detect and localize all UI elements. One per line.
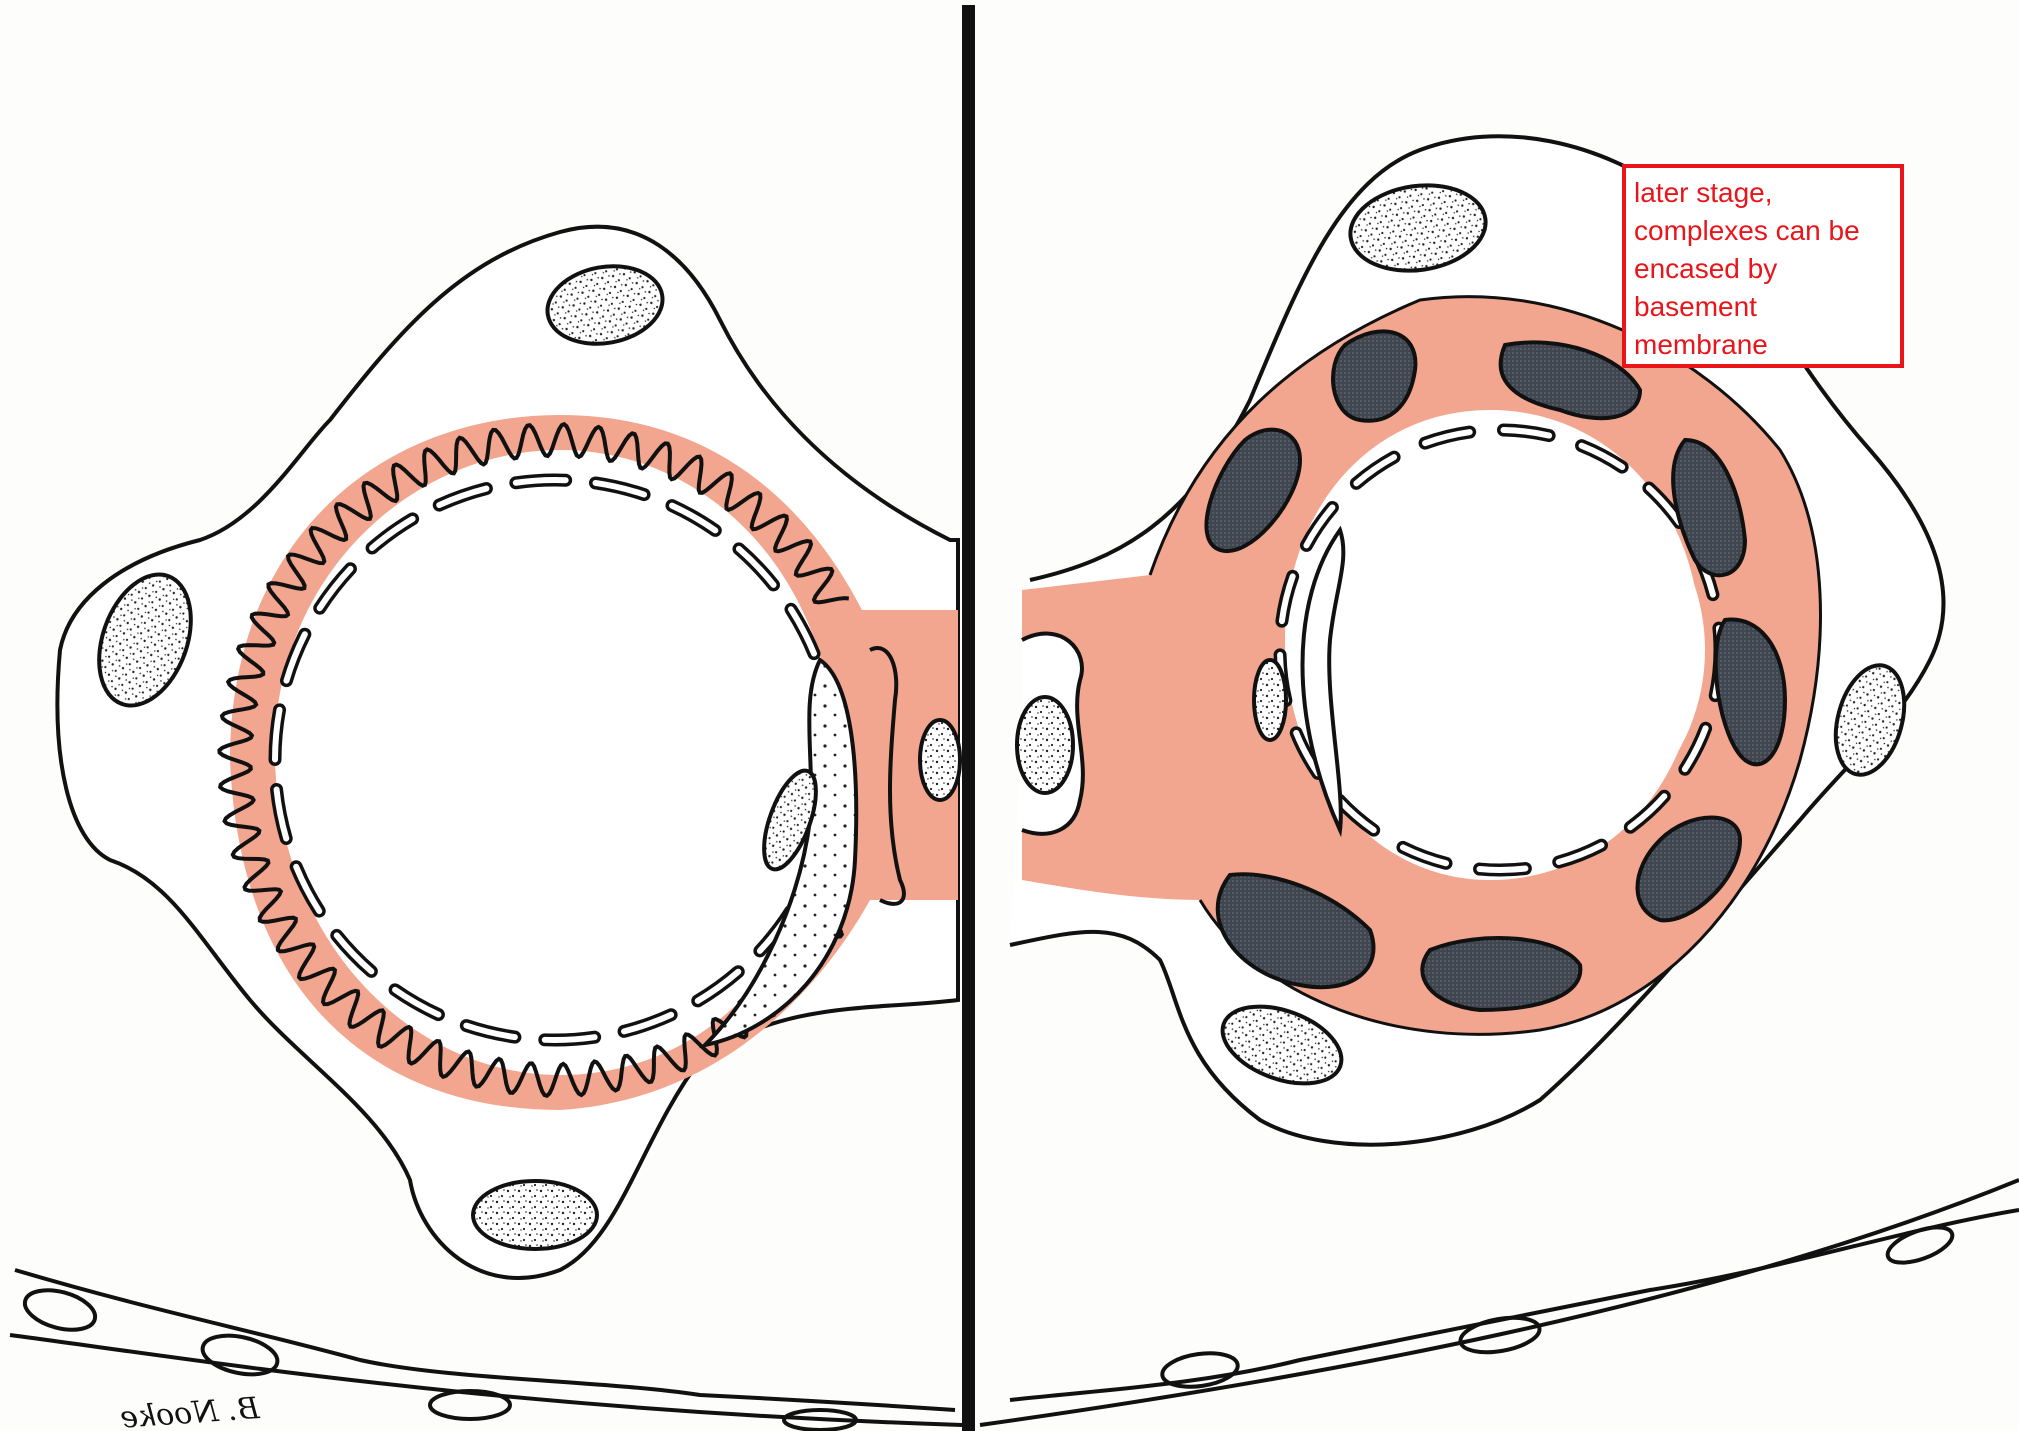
annotation-line-2: complexes can be (1634, 212, 1892, 250)
panel-divider (962, 5, 975, 1431)
annotation-line-3: encased by (1634, 250, 1892, 288)
annotation-line-5: membrane (1634, 326, 1892, 364)
annotation-line-4: basement (1634, 288, 1892, 326)
right-nucleus-left-edge (1017, 697, 1073, 793)
left-nucleus-bottom (473, 1181, 597, 1249)
annotation-line-1: later stage, (1634, 174, 1892, 212)
right-inner-nucleus (1254, 660, 1286, 740)
left-connector-nucleus (920, 720, 960, 800)
dark-complex-8 (1422, 938, 1580, 1010)
annotation-callout: later stage, complexes can be encased by… (1622, 164, 1904, 368)
